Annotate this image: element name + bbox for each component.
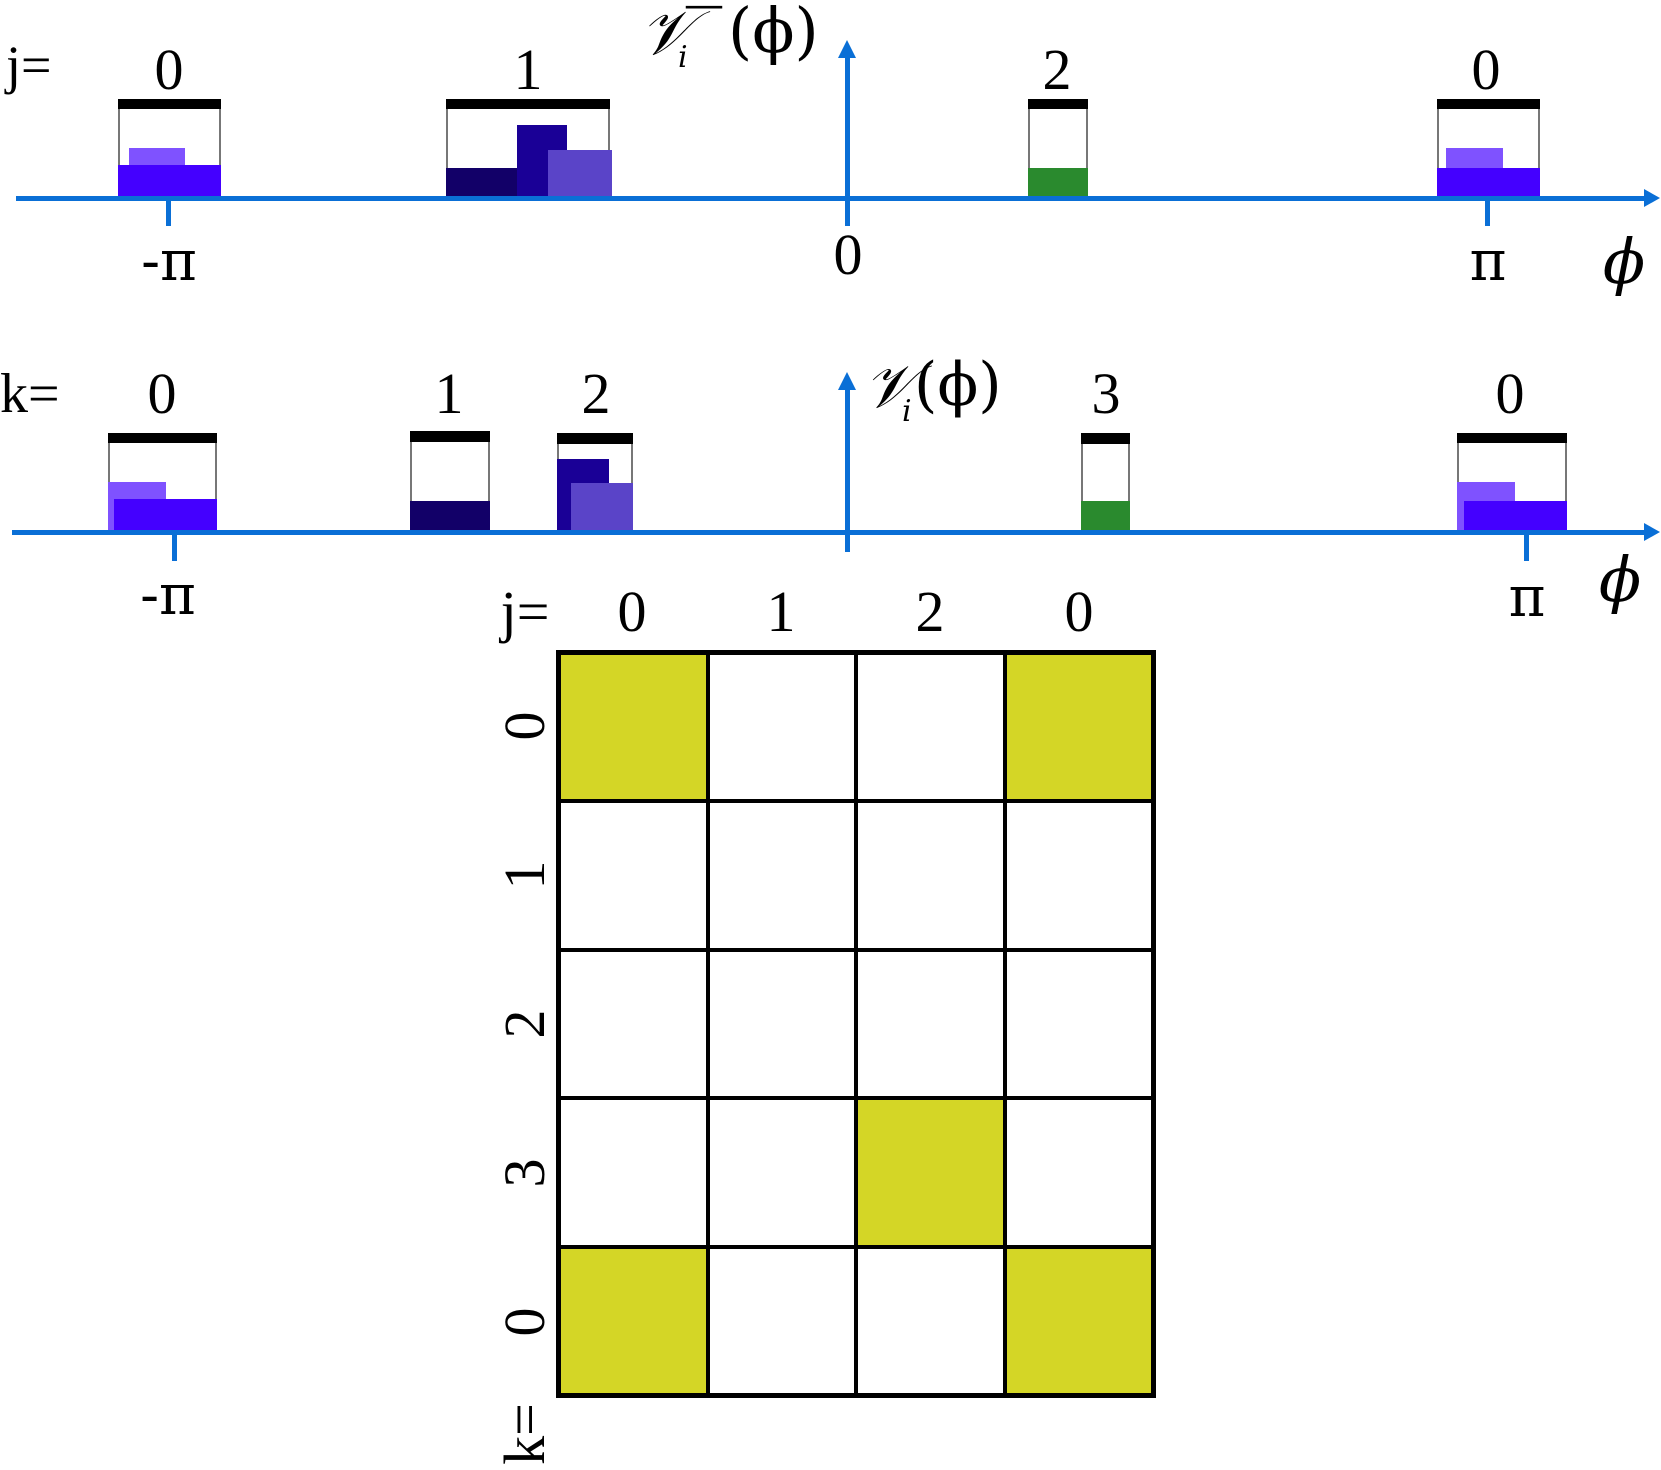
top-bin-box-0 xyxy=(118,99,221,197)
k-row-label: k= xyxy=(0,363,60,425)
bar-bright-blue xyxy=(1464,501,1567,531)
top-tick-neg-pi xyxy=(166,199,171,226)
grid-cell-empty xyxy=(1004,1098,1153,1247)
mid-bin-label-4: 0 xyxy=(1495,361,1525,426)
grid-row-axis-label: k= xyxy=(492,1403,557,1465)
mid-tick-label-pi: π xyxy=(1508,565,1546,630)
top-axis-label-arg: (ϕ) xyxy=(728,0,819,67)
grid-cell-overlap xyxy=(559,653,708,802)
mid-bin-box-3 xyxy=(1081,433,1130,531)
grid-row-label-1: 1 xyxy=(492,860,557,890)
bin-cap xyxy=(446,99,610,109)
top-x-axis xyxy=(16,196,1646,201)
mid-x-axis-label: ϕ xyxy=(1598,543,1642,616)
bar-navy xyxy=(410,501,490,531)
mid-bin-label-0: 0 xyxy=(147,361,177,426)
grid-cell-empty xyxy=(707,801,856,950)
grid-col-label-2: 2 xyxy=(915,579,945,644)
mid-bin-label-2: 2 xyxy=(581,361,611,426)
top-axis-label: 𝒱 i — (ϕ) xyxy=(640,0,840,80)
grid-cell-empty xyxy=(707,1246,856,1395)
grid-cell-empty xyxy=(1004,801,1153,950)
bin-cap xyxy=(410,431,490,442)
grid-cell-overlap xyxy=(856,1098,1005,1247)
grid-row-label-4: 0 xyxy=(492,1307,557,1337)
mid-y-axis xyxy=(845,388,850,552)
mid-bin-box-4 xyxy=(1457,433,1567,531)
grid-cell-empty xyxy=(856,1246,1005,1395)
mid-y-axis-arrow-icon xyxy=(838,372,856,390)
top-x-axis-arrow-icon xyxy=(1644,189,1660,207)
grid-cell-empty xyxy=(559,949,708,1099)
bar-bright-blue xyxy=(114,499,217,531)
mid-x-axis-arrow-icon xyxy=(1644,523,1660,541)
mid-bin-box-0 xyxy=(108,433,217,531)
grid-cell-empty xyxy=(856,653,1005,802)
mid-x-axis xyxy=(12,530,1646,535)
bar-slate-purple xyxy=(548,150,612,197)
grid-cell-empty xyxy=(856,949,1005,1099)
j-row-label: j= xyxy=(6,35,52,95)
top-axis-label-main: 𝒱 xyxy=(640,0,692,69)
top-bin-label-3: 0 xyxy=(1471,37,1501,102)
grid-col-label-0: 0 xyxy=(617,579,647,644)
grid-cell-empty xyxy=(707,653,856,802)
grid-cell-empty xyxy=(856,801,1005,950)
bar-green xyxy=(1081,501,1130,531)
mid-bin-box-1 xyxy=(410,431,490,531)
top-bin-box-1 xyxy=(446,99,612,197)
top-tick-pi xyxy=(1485,199,1490,226)
grid-cell-overlap xyxy=(1004,1246,1153,1395)
mid-axis-label-main: 𝒱 xyxy=(864,352,914,422)
top-bin-label-1: 1 xyxy=(513,37,543,102)
grid-row-label-0: 0 xyxy=(492,711,557,741)
top-x-axis-label: ϕ xyxy=(1602,225,1646,298)
top-bin-label-0: 0 xyxy=(154,37,184,102)
top-tick-label-zero: 0 xyxy=(833,222,863,287)
mid-bin-label-3: 3 xyxy=(1091,361,1121,426)
grid-cell-empty xyxy=(707,1098,856,1247)
overlap-grid xyxy=(556,650,1156,1398)
bin-cap xyxy=(557,433,633,444)
mid-axis-label-sub: i xyxy=(902,394,912,429)
mid-tick-pi xyxy=(1524,533,1529,561)
grid-cell-empty xyxy=(1004,949,1153,1099)
top-bin-box-3 xyxy=(1437,99,1540,197)
top-tick-label-neg-pi: -π xyxy=(141,229,197,294)
grid-col-label-3: 0 xyxy=(1064,579,1094,644)
bin-cap xyxy=(118,99,221,109)
top-y-axis xyxy=(845,56,850,226)
grid-cell-overlap xyxy=(1004,653,1153,802)
bar-bright-blue xyxy=(1437,168,1540,197)
top-axis-label-sup: — xyxy=(684,0,724,28)
grid-row-label-3: 3 xyxy=(492,1158,557,1188)
bin-cap xyxy=(1457,433,1567,443)
bar-green xyxy=(1028,168,1088,197)
mid-axis-label-arg: (ϕ) xyxy=(914,350,1002,420)
mid-tick-label-neg-pi: -π xyxy=(140,563,196,628)
mid-bin-box-2 xyxy=(557,433,633,531)
grid-col-axis-label: j= xyxy=(500,579,550,644)
top-tick-label-pi: π xyxy=(1469,229,1507,294)
mid-bin-label-1: 1 xyxy=(434,361,464,426)
top-y-axis-arrow-icon xyxy=(838,40,856,58)
grid-cell-empty xyxy=(559,1098,708,1247)
top-bin-box-2 xyxy=(1028,99,1088,197)
grid-cell-overlap xyxy=(559,1246,708,1395)
bin-cap xyxy=(1028,99,1088,109)
bin-cap xyxy=(1437,99,1540,109)
bin-cap xyxy=(108,433,217,443)
grid-col-label-1: 1 xyxy=(766,579,796,644)
bar-navy xyxy=(446,168,528,197)
top-bin-label-2: 2 xyxy=(1042,37,1072,102)
top-axis-label-sub: i xyxy=(678,40,688,75)
mid-tick-neg-pi xyxy=(172,533,177,561)
grid-cell-empty xyxy=(707,949,856,1099)
grid-row-label-2: 2 xyxy=(492,1009,557,1039)
bar-bright-blue xyxy=(118,165,221,197)
mid-axis-label: 𝒱 i (ϕ) xyxy=(864,350,1024,432)
bar-slate-purple xyxy=(571,483,633,531)
bin-cap xyxy=(1081,433,1130,444)
grid-cell-empty xyxy=(559,801,708,950)
